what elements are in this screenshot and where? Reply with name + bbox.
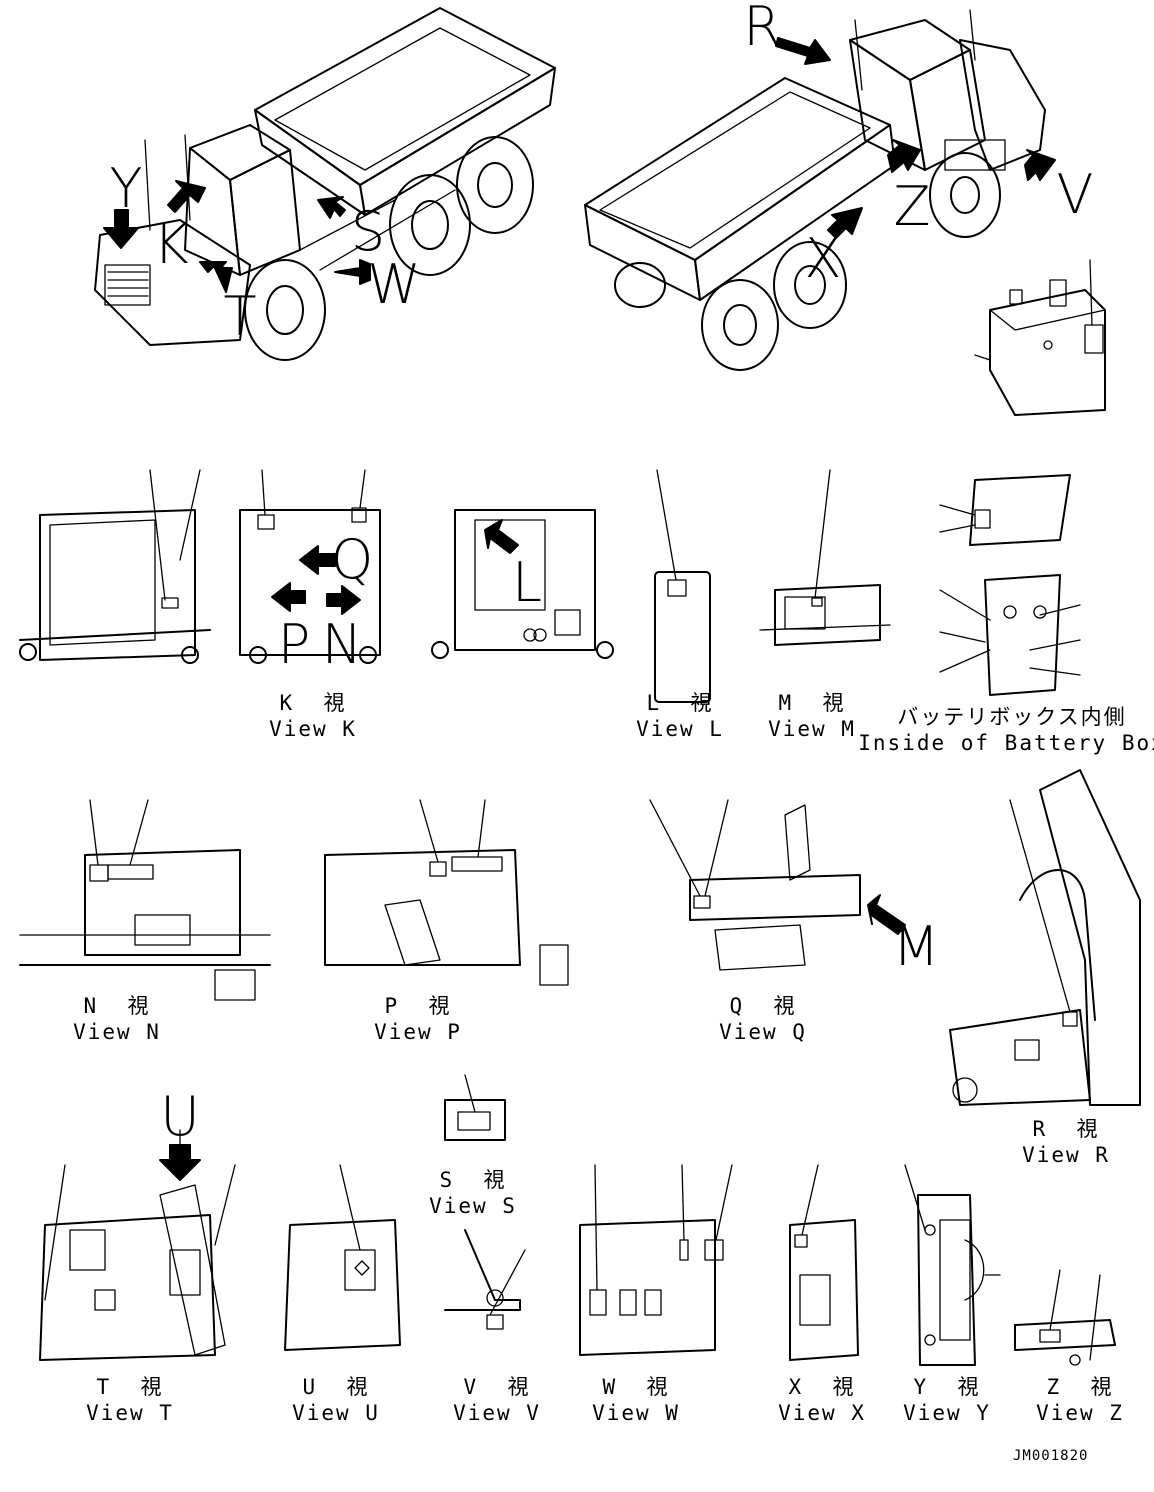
callout-k: K [153, 213, 189, 276]
callout-u: U [160, 1085, 200, 1148]
callout-l: L [511, 551, 543, 614]
view-k-cab-drawing [19, 469, 211, 664]
battery-inside-drawing [939, 474, 1081, 696]
view-r-drawing [949, 769, 1141, 1106]
view-l-cab-drawing [431, 509, 614, 659]
view-x-drawing [789, 1164, 859, 1361]
view-s-drawing [444, 1074, 506, 1141]
view-m-drawing [759, 469, 891, 646]
truck-front-view [94, 7, 556, 361]
view-p-drawing [324, 799, 569, 986]
callout-m: M [892, 915, 940, 978]
callout-v: V [1056, 163, 1094, 226]
callout-x: X [804, 227, 842, 290]
truck-rear-view [584, 9, 1046, 371]
callout-w: W [367, 253, 421, 316]
callout-arrows-truck-front [103, 180, 371, 293]
callout-r: R [743, 0, 781, 58]
view-w-drawing [579, 1164, 733, 1356]
document-id: JM001820 [1013, 1448, 1089, 1464]
view-q-drawing [649, 799, 906, 971]
view-y-drawing [904, 1164, 1001, 1366]
callout-q: Q [330, 528, 374, 591]
view-l-panel-drawing [654, 469, 711, 703]
callout-n: N [321, 613, 363, 676]
view-v-drawing [444, 1229, 526, 1330]
battery-box-detail [974, 259, 1106, 416]
view-z-drawing [1014, 1269, 1116, 1366]
view-t-drawing [39, 1129, 236, 1361]
view-k-rear-cab-drawing [239, 469, 381, 664]
callout-t: T [223, 285, 257, 348]
callout-y: Y [109, 157, 143, 220]
callout-s: S [350, 200, 386, 263]
view-u-drawing [284, 1164, 401, 1351]
callout-arrows-truck-rear [775, 37, 1056, 239]
callout-z: Z [893, 175, 931, 238]
callout-p: P [277, 613, 311, 676]
view-n-drawing [19, 799, 271, 1001]
